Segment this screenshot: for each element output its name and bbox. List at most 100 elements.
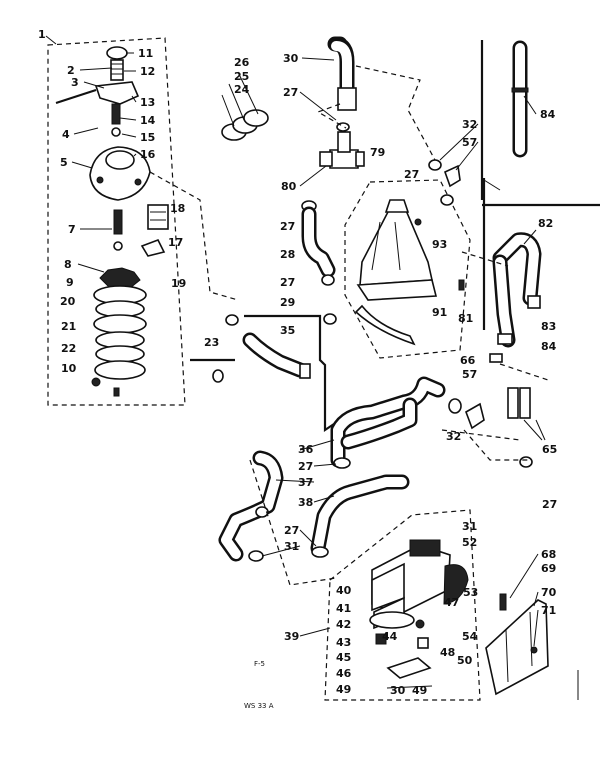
callout-68: 68 [541,548,556,561]
right-section-border [480,40,600,330]
callout-27a: 27 [283,86,298,99]
footer-ref: WS 33 A [244,702,274,710]
pump-housing-79 [354,199,465,346]
pump-79-boundary [344,179,471,359]
callout-24: 24 [234,83,250,96]
callout-27g: 27 [284,524,299,537]
callout-49a: 49 [336,683,351,696]
callout-23: 23 [204,336,219,349]
callout-48: 48 [440,646,455,659]
callout-40: 40 [336,584,352,597]
callout-35: 35 [280,324,295,337]
hose-28 [301,200,337,325]
callout-32b: 32 [446,430,461,443]
callout-17: 17 [168,236,183,249]
callout-31a: 31 [284,540,299,553]
callout-9: 9 [66,276,74,289]
pump-seals-stack [91,267,147,397]
callout-70: 70 [541,586,557,599]
motor-module-39 [369,539,469,689]
callout-32a: 32 [462,118,477,131]
hose-clamp-23 [212,314,239,383]
callout-80: 80 [281,180,297,193]
callout-27f: 27 [298,460,313,473]
callout-leaders [71,52,539,647]
callout-29: 29 [280,296,295,309]
callout-5: 5 [60,156,68,169]
callout-labels: 1 2 3 4 5 7 8 9 20 21 22 10 11 12 13 14 … [38,28,557,697]
callout-36: 36 [298,443,314,456]
callout-66: 66 [460,354,476,367]
callout-37: 37 [298,476,313,489]
callout-22: 22 [61,342,76,355]
callout-21: 21 [61,320,76,333]
callout-57b: 57 [462,368,477,381]
assembly-1-boundary [47,37,186,406]
mount-bracket-70 [485,593,579,700]
callout-52: 52 [462,536,477,549]
callout-11: 11 [138,47,153,60]
callout-41: 41 [336,602,351,615]
callout-14: 14 [140,114,156,127]
callout-84a: 84 [540,108,556,121]
callout-45: 45 [336,651,351,664]
callout-93: 93 [432,238,447,251]
callout-25: 25 [234,70,249,83]
callout-71: 71 [541,604,556,617]
hose-35 [242,332,311,379]
callout-83: 83 [541,320,556,333]
callout-26: 26 [234,56,250,69]
callout-82: 82 [538,217,553,230]
hose-30 [327,36,357,111]
drain-valve-80 [319,122,365,169]
callout-54: 54 [462,630,478,643]
callout-27b: 27 [280,220,295,233]
callout-31b: 31 [462,520,477,533]
seal-rings [221,71,269,141]
callout-28: 28 [280,248,295,261]
callout-39: 39 [284,630,299,643]
callout-38: 38 [298,496,313,509]
callout-53: 53 [463,586,478,599]
fittings-66-57 [489,353,549,419]
callout-10: 10 [61,362,77,375]
callout-27e: 27 [542,498,557,511]
callout-3: 3 [71,76,79,89]
callout-79: 79 [370,146,385,159]
hose-36 [330,376,446,469]
callout-46: 46 [336,667,352,680]
callout-27c: 27 [280,276,295,289]
callout-12: 12 [140,65,155,78]
callout-65: 65 [542,443,557,456]
hose-38 [248,474,410,562]
callout-18: 18 [170,202,185,215]
callout-43: 43 [336,636,351,649]
callout-44: 44 [382,630,398,643]
callout-30b: 30 [390,684,406,697]
callout-47: 47 [444,596,459,609]
solenoid-parts [140,204,169,257]
hose-37 [218,450,284,562]
callout-49b: 49 [412,684,427,697]
callout-15: 15 [140,131,155,144]
callout-8: 8 [64,258,72,271]
callout-81: 81 [458,312,473,325]
callout-19: 19 [171,277,186,290]
callout-2: 2 [67,64,75,77]
callout-7: 7 [68,223,76,236]
callout-1: 1 [38,28,46,41]
hoses-82-84 [492,232,542,348]
hose-84-top [511,40,529,158]
callout-30: 30 [283,52,299,65]
footer-code: F-5 [254,660,265,668]
callout-69: 69 [541,562,556,575]
callout-84b: 84 [541,340,557,353]
callout-4: 4 [62,128,70,141]
callout-50: 50 [457,654,473,667]
fittings-32-57 [428,159,461,206]
callout-42: 42 [336,618,351,631]
callout-91: 91 [432,306,447,319]
dashed-leaders [149,65,546,586]
